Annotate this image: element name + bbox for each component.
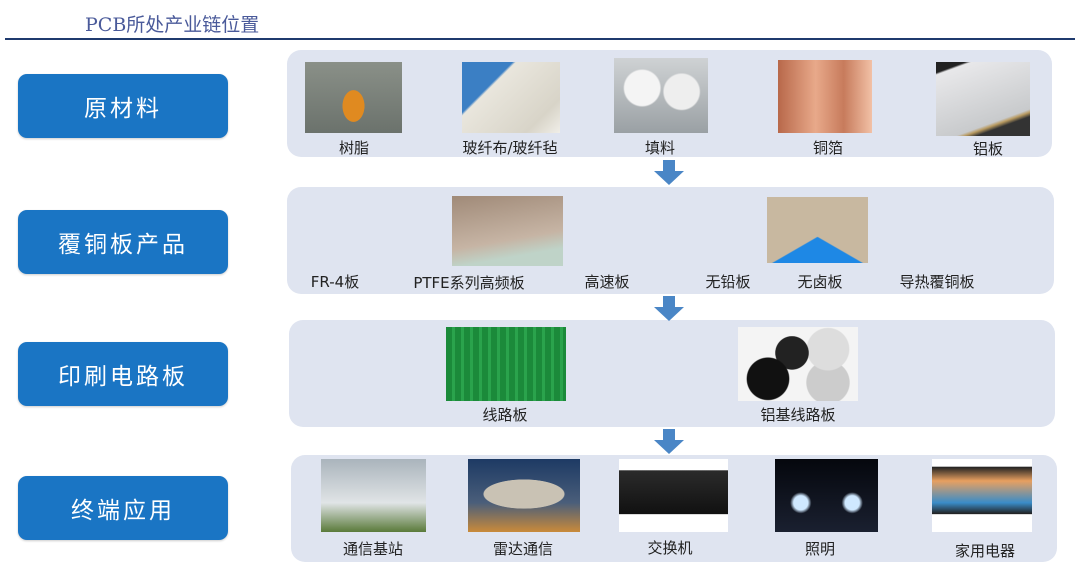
switch-image bbox=[619, 459, 728, 532]
stage-raw-materials: 原材料 bbox=[18, 74, 228, 138]
down-arrow-icon bbox=[654, 296, 684, 322]
stage-end-applications: 终端应用 bbox=[18, 476, 228, 540]
radar-image bbox=[468, 459, 580, 532]
item-label: 铜箔 bbox=[812, 139, 844, 157]
halogen-free-board-image bbox=[767, 197, 868, 263]
item-label: PTFE系列高频板 bbox=[413, 274, 525, 292]
item-label: 铝基线路板 bbox=[760, 406, 836, 424]
copper-foil-image bbox=[778, 60, 872, 133]
item-label: 高速板 bbox=[584, 273, 630, 291]
item-label: 玻纤布/玻纤毡 bbox=[462, 139, 558, 157]
item-label: 交换机 bbox=[647, 539, 693, 557]
glass-cloth-image bbox=[462, 62, 560, 133]
stage-pcb: 印刷电路板 bbox=[18, 342, 228, 406]
resin-image bbox=[305, 62, 402, 133]
title-divider bbox=[5, 38, 1075, 40]
base-station-image bbox=[321, 459, 426, 532]
item-label: FR-4板 bbox=[310, 273, 360, 291]
aluminum-plate-image bbox=[936, 62, 1030, 136]
item-label: 通信基站 bbox=[342, 540, 404, 558]
item-label: 照明 bbox=[804, 540, 836, 558]
home-appliance-image bbox=[932, 459, 1032, 532]
ptfe-board-image bbox=[452, 196, 563, 266]
item-label: 雷达通信 bbox=[492, 540, 554, 558]
item-label: 铝板 bbox=[972, 140, 1004, 158]
stage-ccl-products: 覆铜板产品 bbox=[18, 210, 228, 274]
item-label: 线路板 bbox=[482, 406, 528, 424]
item-label: 导热覆铜板 bbox=[899, 273, 975, 291]
item-label: 填料 bbox=[644, 139, 676, 157]
item-label: 家用电器 bbox=[954, 542, 1016, 560]
lighting-image bbox=[775, 459, 878, 532]
down-arrow-icon bbox=[654, 160, 684, 186]
item-label: 树脂 bbox=[338, 139, 370, 157]
item-label: 无铅板 bbox=[705, 273, 751, 291]
pcb-panel bbox=[289, 320, 1055, 427]
down-arrow-icon bbox=[654, 429, 684, 455]
page-title: PCB所处产业链位置 bbox=[85, 14, 260, 36]
filler-image bbox=[614, 58, 708, 133]
aluminum-pcb-image bbox=[738, 327, 858, 401]
circuit-board-image bbox=[446, 327, 566, 401]
ccl-products-panel bbox=[287, 187, 1054, 294]
item-label: 无卤板 bbox=[797, 273, 843, 291]
